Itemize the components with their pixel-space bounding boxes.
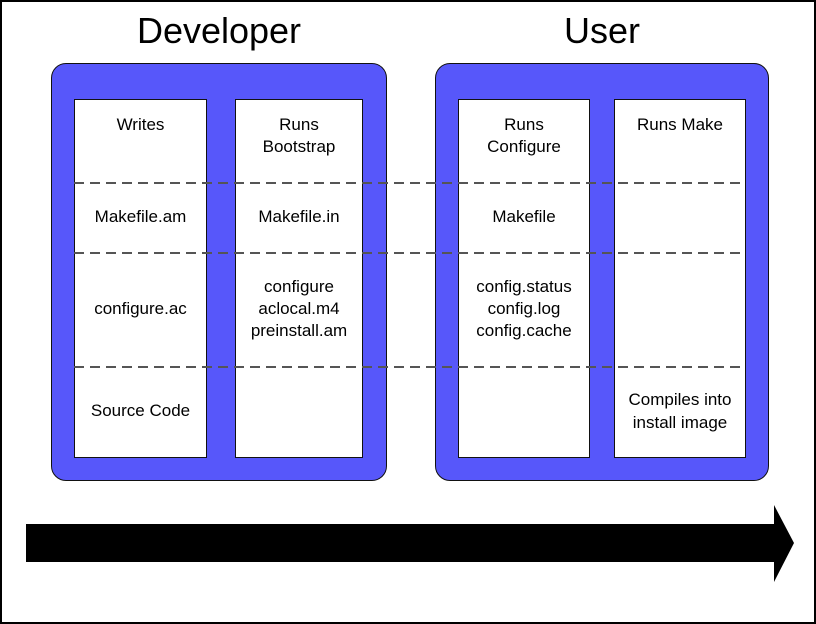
dashed-separator-2 bbox=[74, 252, 743, 254]
user-config-files-cell: config.status config.log config.cache bbox=[476, 276, 572, 341]
user-compiles-into-cell: Compiles into install image bbox=[628, 390, 732, 432]
user-title: User bbox=[563, 10, 640, 51]
developer-title: Developer bbox=[136, 10, 302, 51]
user-configure-column: Runs Configure Makefile config.status co… bbox=[458, 99, 590, 458]
dashed-separator-1 bbox=[74, 182, 743, 184]
developer-writes-column: Writes Makefile.am configure.ac Source C… bbox=[74, 99, 207, 458]
dashed-separator-3 bbox=[74, 366, 743, 368]
user-empty-cell-2 bbox=[615, 182, 745, 252]
user-empty-cell bbox=[459, 366, 589, 457]
dev-writes-cell: Writes bbox=[116, 115, 165, 134]
user-runs-configure-cell: Runs Configure bbox=[487, 115, 561, 157]
flow-direction-arrow-icon bbox=[26, 505, 794, 582]
developer-bootstrap-column: Runs Bootstrap Makefile.in configure acl… bbox=[235, 99, 363, 458]
user-makefile-cell: Makefile bbox=[492, 206, 556, 226]
dev-runs-bootstrap-cell: Runs Bootstrap bbox=[262, 115, 336, 157]
dev-empty-cell bbox=[236, 366, 362, 457]
dev-source-code-cell: Source Code bbox=[90, 401, 191, 421]
user-make-column: Runs Make Compiles into install image bbox=[614, 99, 746, 458]
dev-makefile-am-cell: Makefile.am bbox=[94, 206, 187, 226]
user-runs-make-cell: Runs Make bbox=[637, 115, 723, 134]
user-empty-cell-3 bbox=[615, 252, 745, 366]
dev-makefile-in-cell: Makefile.in bbox=[258, 206, 340, 226]
dev-configure-ac-cell: configure.ac bbox=[94, 298, 187, 318]
dev-generated-files-cell: configure aclocal.m4 preinstall.am bbox=[250, 276, 348, 341]
